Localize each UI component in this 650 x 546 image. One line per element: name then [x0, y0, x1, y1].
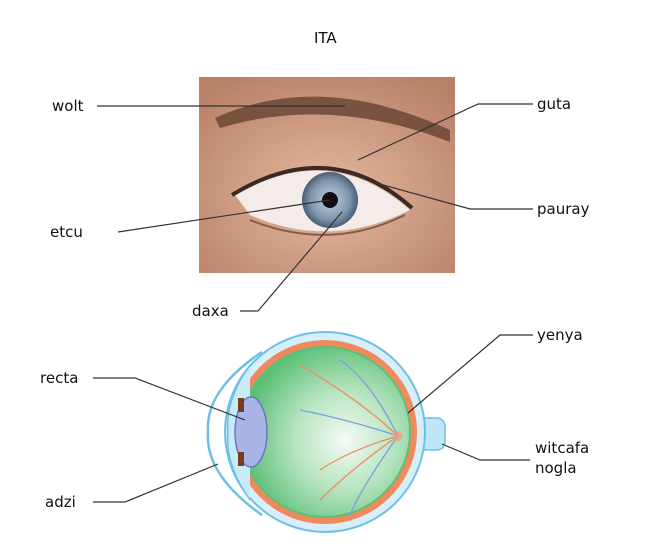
lens [234, 396, 268, 468]
label-etcu: etcu [50, 223, 83, 241]
eye-cross-section [206, 331, 446, 533]
eyebrow [215, 96, 450, 142]
label-nogla: nogla [535, 459, 577, 477]
blood-vessels [299, 359, 399, 516]
label-witcafa: witcafa [535, 439, 590, 457]
eyelashes [230, 165, 414, 210]
label-recta: recta [40, 369, 79, 387]
label-wolt: wolt [52, 97, 84, 115]
label-daxa: daxa [192, 302, 229, 320]
diagram-title: ITA [314, 29, 337, 47]
label-adzi: adzi [45, 493, 76, 511]
label-yenya: yenya [537, 326, 583, 344]
vitreous-body [241, 348, 409, 516]
cornea [206, 350, 263, 517]
leader-lines [93, 103, 533, 503]
label-guta: guta [537, 95, 572, 113]
label-pauray: pauray [537, 200, 590, 218]
